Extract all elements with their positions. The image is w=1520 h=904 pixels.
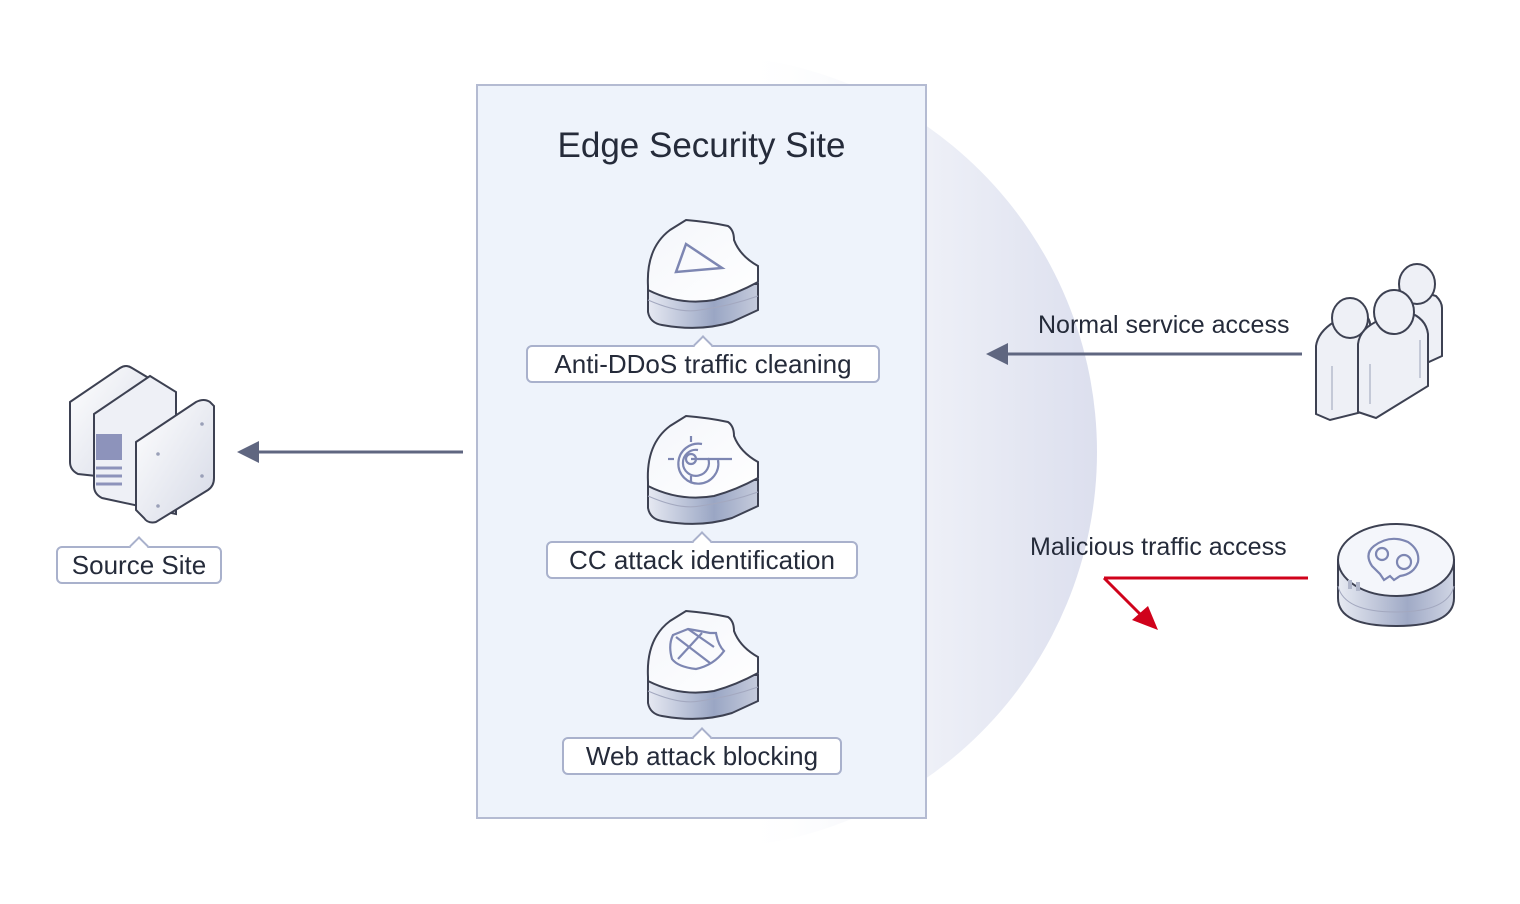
skull-device-icon xyxy=(1337,523,1455,628)
anti-ddos-label-text: Anti-DDoS traffic cleaning xyxy=(554,349,852,379)
users-icon xyxy=(1315,263,1443,422)
cc-attack-label: CC attack identification xyxy=(546,541,858,579)
malicious-access-label: Malicious traffic access xyxy=(1030,533,1287,561)
edge-security-site-title: Edge Security Site xyxy=(557,126,846,165)
web-attack-label: Web attack blocking xyxy=(562,737,842,775)
source-site-label-text: Source Site xyxy=(71,550,207,580)
cc-attack-label-text: CC attack identification xyxy=(569,545,835,575)
anti-ddos-label: Anti-DDoS traffic cleaning xyxy=(526,345,880,383)
server-icon xyxy=(69,365,215,524)
web-attack-label-text: Web attack blocking xyxy=(585,741,819,771)
triangle-shield-icon xyxy=(646,218,759,329)
malicious-blocked-arrow xyxy=(1102,576,1308,630)
normal-access-arrow xyxy=(986,343,1302,365)
source-site-label: Source Site xyxy=(56,546,222,584)
normal-access-label: Normal service access xyxy=(1038,311,1290,339)
web-shield-icon xyxy=(646,609,759,720)
target-shield-icon xyxy=(646,414,759,525)
forward-to-source-arrow xyxy=(237,441,463,463)
